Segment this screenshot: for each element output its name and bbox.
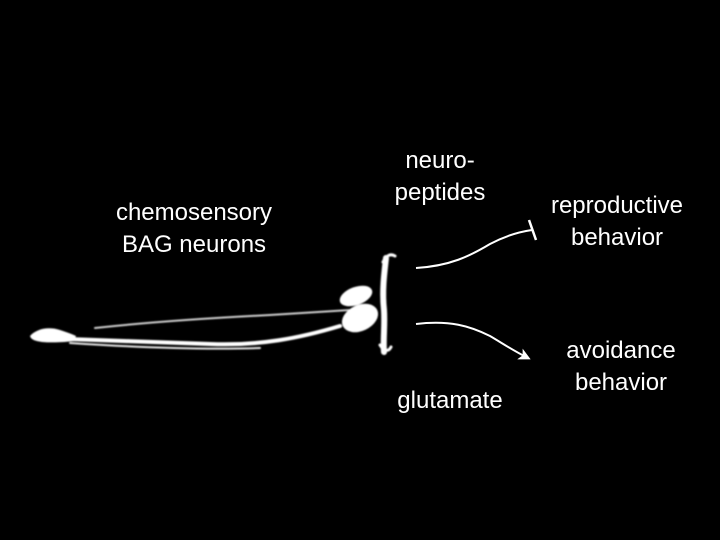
- axon-branch-bottom: [378, 343, 393, 352]
- dendrite-lower-inner: [69, 342, 261, 350]
- dendrite-upper: [94, 309, 351, 329]
- bag-neurons-label: chemosensory BAG neurons: [115, 199, 273, 258]
- axon-bundle: [380, 255, 389, 355]
- reproductive-behavior-label: reproductive behavior: [550, 192, 684, 251]
- glutamate-label: glutamate: [397, 387, 503, 414]
- bag-neuron-image: [30, 253, 397, 355]
- axon-branch-top: [381, 253, 397, 264]
- cell-body-upper: [339, 285, 373, 307]
- cell-body-lower: [341, 303, 379, 333]
- dendrite-lower: [38, 324, 342, 347]
- inhibition-bar: [527, 219, 538, 241]
- activation-arrow: [415, 321, 531, 360]
- avoidance-behavior-label: avoidance behavior: [566, 337, 676, 396]
- inhibition-line: [415, 229, 533, 269]
- neuropeptides-label: neuro- peptides: [394, 147, 486, 206]
